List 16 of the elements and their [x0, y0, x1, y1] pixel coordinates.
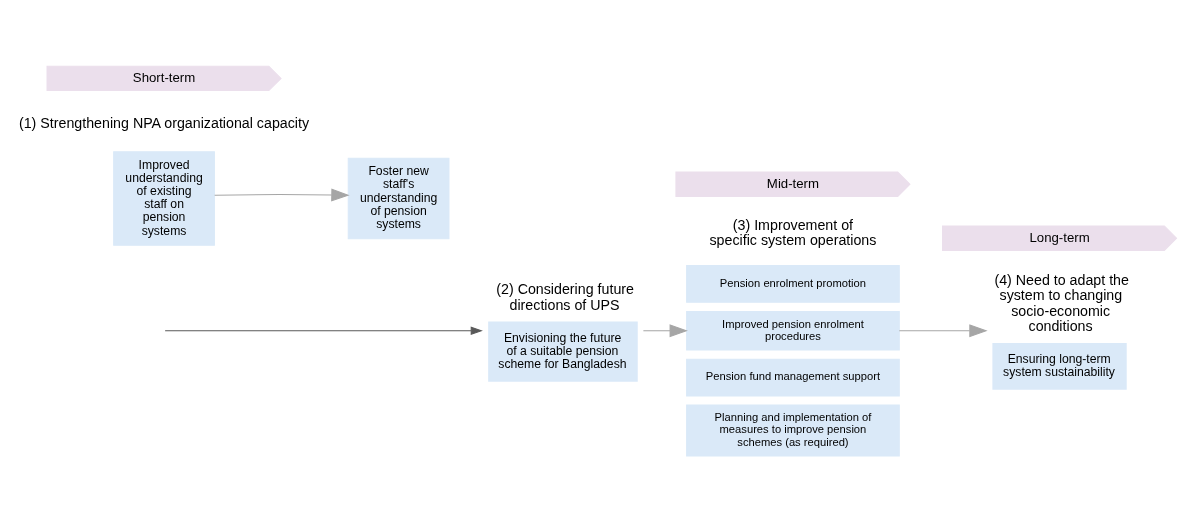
label: (3) Improvement of specific system operations	[709, 216, 877, 248]
node-box: Pension enrolment promotion	[686, 264, 900, 303]
node-box: Foster new staff's understanding of pension systems	[347, 157, 450, 239]
arrow	[164, 326, 483, 335]
node-label: (4) Need to adapt the system to changing socio-economic conditions	[994, 271, 1129, 334]
node-label: (2) Considering future directions of UPS	[496, 280, 634, 313]
arrow	[214, 188, 350, 201]
node-box: Improved understanding of existing staff on pension systems	[113, 150, 215, 246]
arrow	[898, 323, 988, 337]
label: (1) Strengthening NPA organizational capacity	[18, 114, 310, 131]
node-box: Improved pension enrolment procedures	[686, 310, 900, 351]
node-box: Pension fund management support	[686, 358, 900, 396]
node-box: Envisioning the future of a suitable pension scheme for Bangladesh	[488, 321, 638, 382]
arrow	[642, 323, 688, 337]
node-box: Ensuring long-term system sustainability	[992, 342, 1127, 390]
node-box: Planning and implementation of measures to improve pension schemes (as required)	[686, 404, 900, 456]
